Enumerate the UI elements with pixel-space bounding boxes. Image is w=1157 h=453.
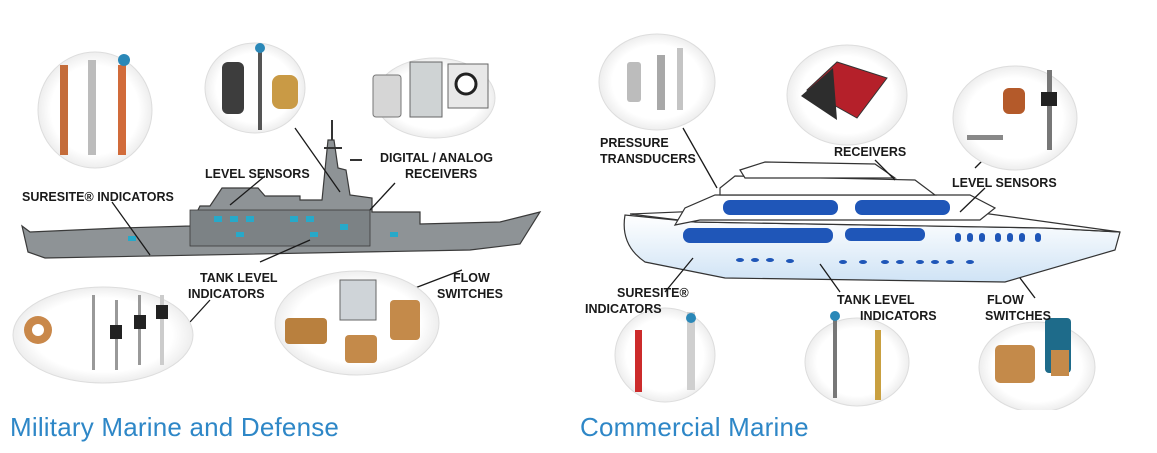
label-digital-analog: DIGITAL / ANALOG [380,151,493,165]
digital-analog-receivers-bubble [372,57,496,139]
label-suresite: SURESITE® [617,286,690,300]
pressure-transducers-bubble [598,33,716,131]
flow-switches-bubble [274,270,440,376]
yacht-illustration [623,161,1121,283]
commercial-marine-panel: PRESSURE TRANSDUCERS RECEIVERS LEVEL SEN… [575,0,1157,453]
label-receivers: RECEIVERS [405,167,477,181]
label-suresite-indicators: SURESITE® INDICATORS [22,190,174,204]
tank-level-indicators-bubble-commercial [804,311,910,407]
suresite-indicators-bubble-commercial [614,307,716,403]
receivers-bubble [786,44,908,146]
label-receivers-commercial: RECEIVERS [834,145,906,159]
military-caption: Military Marine and Defense [10,412,340,442]
level-sensors-bubble [204,42,306,134]
label-flow-switches-commercial: SWITCHES [985,309,1051,323]
label-flow-commercial: FLOW [987,293,1024,307]
label-tank-indicators-commercial: INDICATORS [860,309,937,323]
flow-switches-bubble-commercial [978,318,1096,410]
label-tank-level-commercial: TANK LEVEL [837,293,915,307]
warship-illustration [21,120,542,259]
military-marine-panel: LEVEL SENSORS DIGITAL / ANALOG RECEIVERS… [0,0,570,453]
commercial-yacht-diagram: PRESSURE TRANSDUCERS RECEIVERS LEVEL SEN… [585,33,1121,410]
military-ship-diagram: LEVEL SENSORS DIGITAL / ANALOG RECEIVERS… [12,42,542,384]
label-suresite-indicators-commercial: INDICATORS [585,302,662,316]
label-flow: FLOW [453,271,490,285]
label-transducers: TRANSDUCERS [600,152,696,166]
commercial-caption: Commercial Marine [580,412,809,442]
label-tank-indicators: INDICATORS [188,287,265,301]
label-flow-switches: SWITCHES [437,287,503,301]
label-pressure: PRESSURE [600,136,669,150]
suresite-indicators-bubble [37,51,153,169]
label-level-sensors: LEVEL SENSORS [205,167,310,181]
tank-level-indicators-bubble [12,286,194,384]
label-level-sensors-commercial: LEVEL SENSORS [952,176,1057,190]
label-tank-level: TANK LEVEL [200,271,278,285]
level-sensors-bubble-commercial [952,65,1078,171]
